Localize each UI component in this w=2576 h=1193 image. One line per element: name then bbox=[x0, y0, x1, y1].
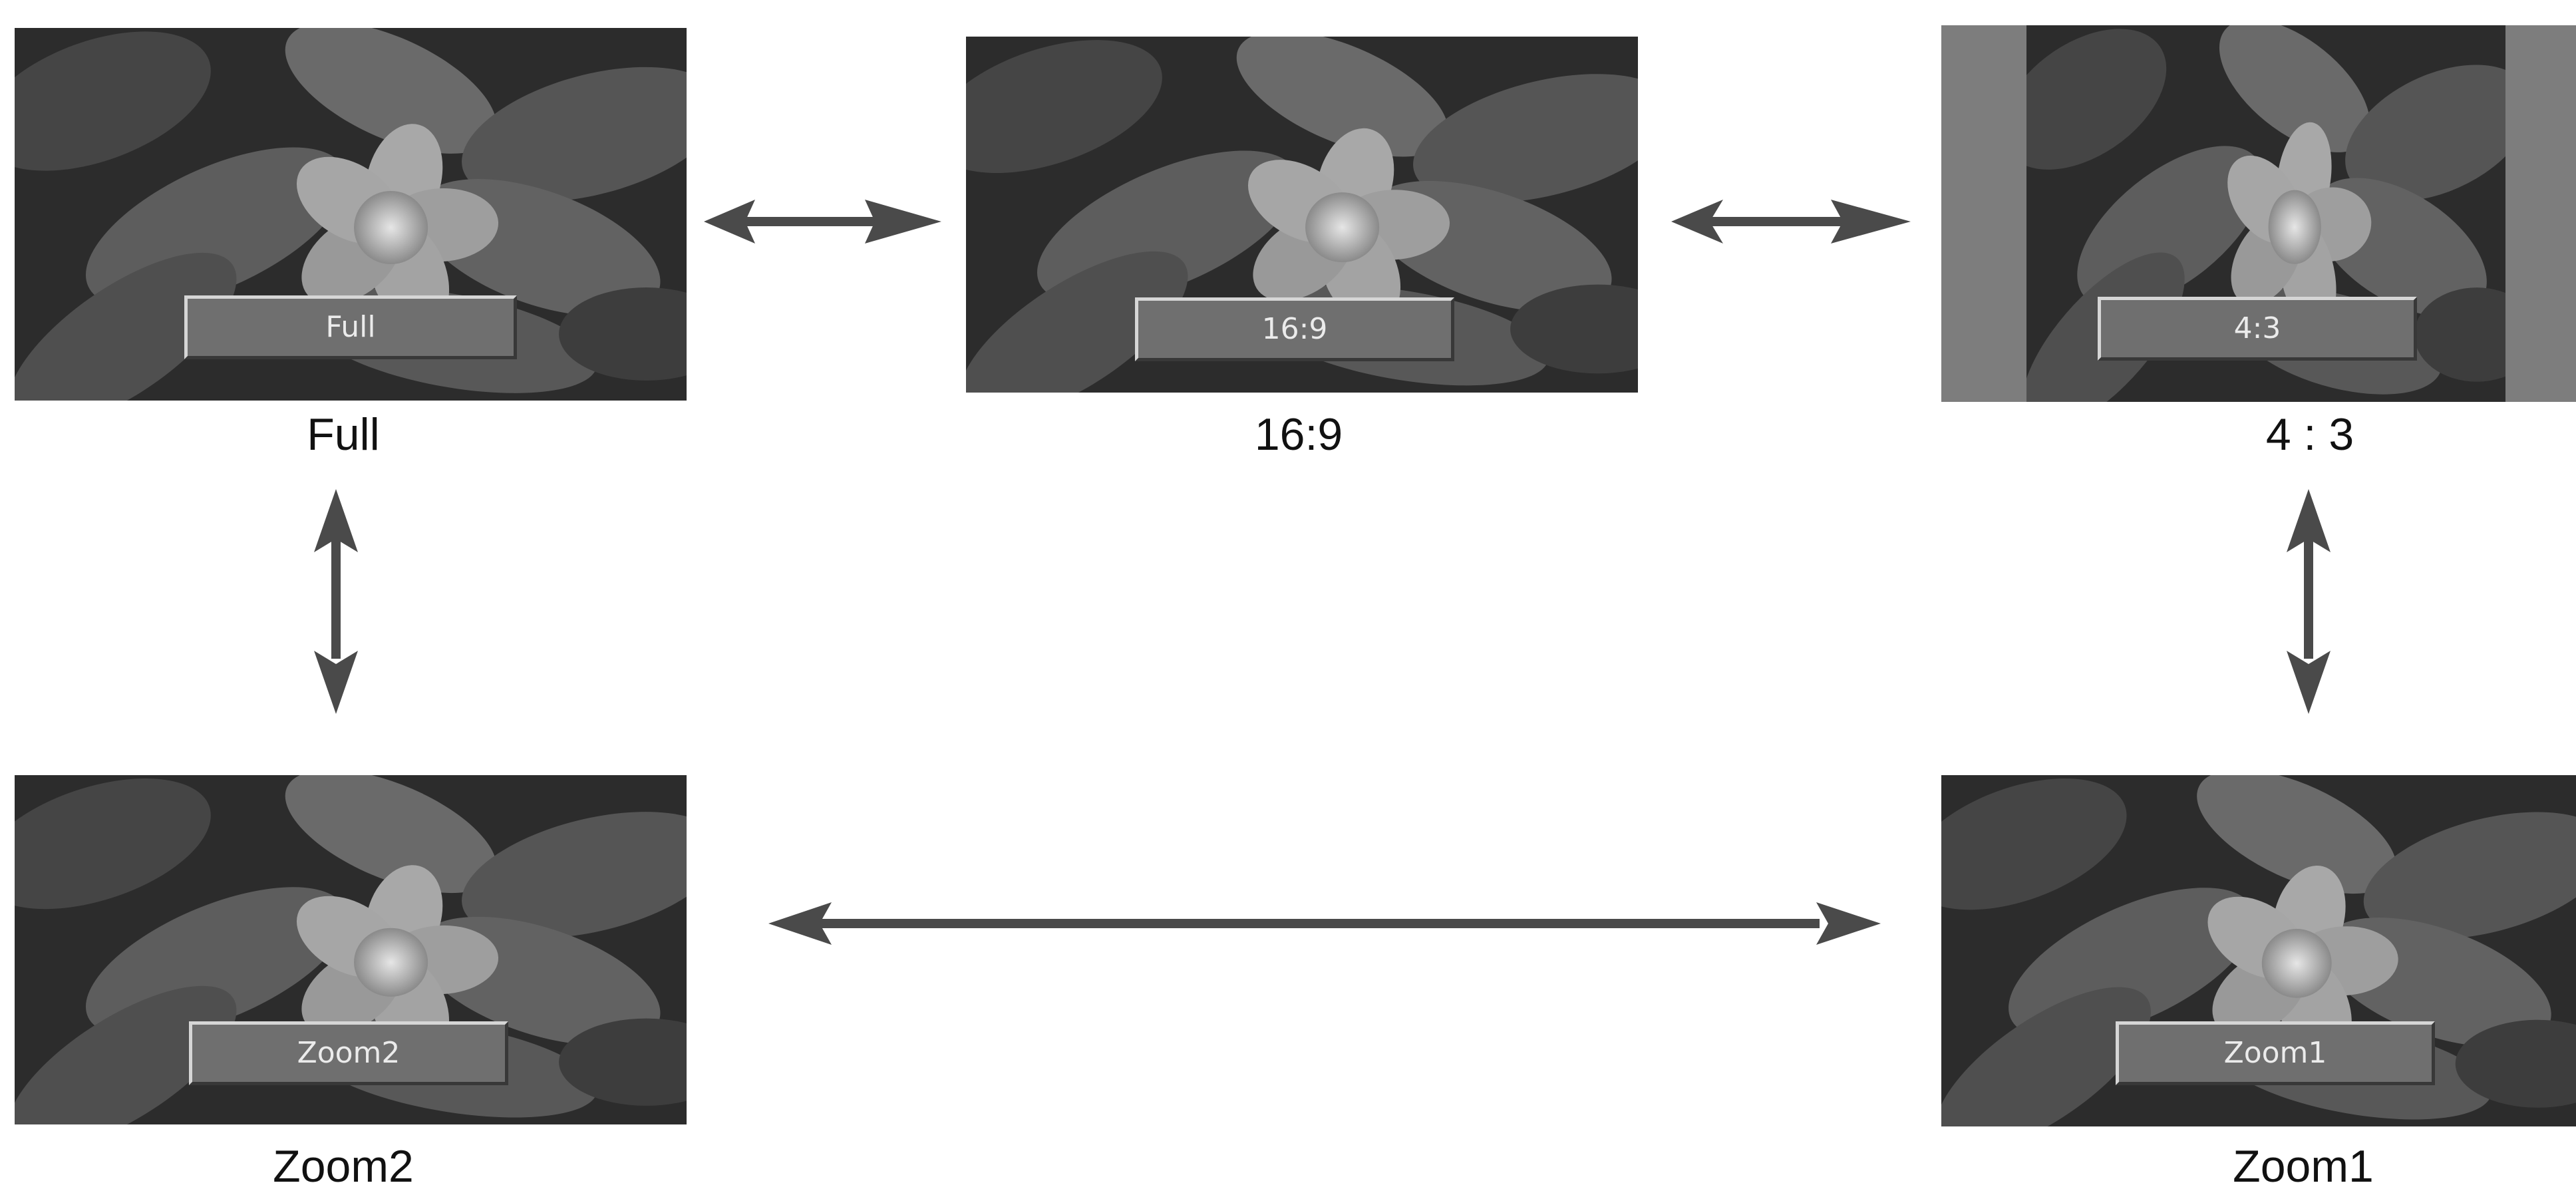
double-arrow-icon bbox=[314, 489, 358, 714]
osd-label-4-3: 4:3 bbox=[2098, 297, 2417, 361]
caption-full: Full bbox=[307, 409, 380, 460]
wide-mode-preview: 16:9 bbox=[966, 37, 1638, 393]
osd-label-zoom1: Zoom1 bbox=[2116, 1021, 2435, 1085]
osd-label-16-9: 16:9 bbox=[1135, 297, 1454, 361]
four-three-mode-preview: 4:3 bbox=[1941, 25, 2576, 402]
double-arrow-icon bbox=[2287, 489, 2331, 714]
osd-label-zoom2: Zoom2 bbox=[189, 1021, 508, 1085]
left-side-bar bbox=[1941, 25, 2026, 402]
caption-zoom1: Zoom1 bbox=[2233, 1141, 2374, 1192]
caption-4-3: 4 : 3 bbox=[2265, 409, 2354, 460]
osd-label-full: Full bbox=[184, 295, 517, 359]
caption-zoom2: Zoom2 bbox=[273, 1141, 414, 1192]
caption-16-9: 16:9 bbox=[1254, 409, 1343, 460]
double-arrow-icon bbox=[1671, 200, 1911, 244]
right-side-bar bbox=[2505, 25, 2576, 402]
zoom1-mode-preview: Zoom1 bbox=[1941, 775, 2576, 1126]
double-arrow-icon bbox=[704, 200, 941, 244]
double-arrow-icon bbox=[768, 902, 1881, 945]
full-mode-preview: Full bbox=[15, 28, 687, 401]
zoom2-mode-preview: Zoom2 bbox=[15, 775, 687, 1124]
